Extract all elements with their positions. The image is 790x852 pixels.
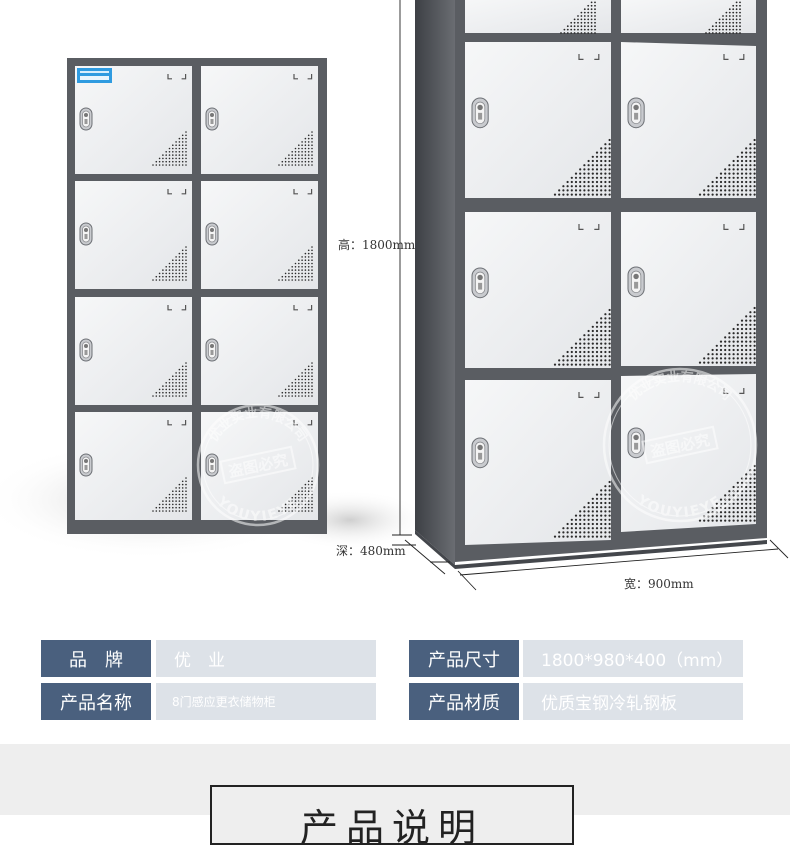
vent-dots-icon — [278, 477, 313, 512]
depth-dimension-label: 深：480mm — [336, 544, 406, 558]
locker-door — [621, 212, 756, 366]
product-size-value: 1800*980*400（mm） — [523, 640, 743, 677]
vent-dots-icon — [152, 362, 187, 397]
vent-dots-icon — [553, 480, 611, 538]
lock-icon — [205, 338, 219, 362]
locker-door — [621, 374, 756, 532]
lock-icon — [627, 427, 645, 459]
handle-icon — [167, 420, 187, 426]
product-name-label: 产品名称 — [41, 683, 151, 720]
width-dimension-label: 宽：900mm — [624, 577, 694, 591]
locker-door — [75, 181, 192, 289]
locker-door — [465, 0, 611, 34]
lock-icon — [471, 437, 489, 469]
vent-dots-icon — [152, 131, 187, 166]
vent-dots-icon — [705, 1, 741, 34]
handle-icon — [167, 305, 187, 311]
width-dimension-tick — [769, 539, 789, 559]
locker-door — [621, 42, 756, 198]
section-title: 产品说明 — [299, 806, 484, 850]
vent-dots-icon — [152, 477, 187, 512]
large-cabinet-side — [415, 0, 455, 565]
label-plate-icon — [77, 68, 112, 83]
lock-icon — [205, 453, 219, 477]
brand-label: 品 牌 — [41, 640, 151, 677]
lock-icon — [627, 266, 645, 298]
handle-icon — [167, 189, 187, 195]
handle-icon — [293, 420, 313, 426]
height-dimension-label: 高：1800mm — [338, 238, 416, 252]
lock-icon — [79, 453, 93, 477]
lock-icon — [79, 107, 93, 131]
width-dimension-line — [459, 548, 779, 576]
locker-door — [201, 66, 318, 174]
width-dimension-tick — [457, 570, 477, 591]
locker-door — [465, 212, 611, 368]
locker-door — [75, 66, 192, 174]
lock-icon — [79, 338, 93, 362]
handle-icon — [723, 224, 745, 230]
vent-dots-icon — [553, 138, 611, 196]
vent-dots-icon — [698, 306, 756, 364]
handle-icon — [293, 74, 313, 80]
vent-dots-icon — [553, 308, 611, 366]
handle-icon — [578, 224, 600, 230]
handle-icon — [167, 74, 187, 80]
product-material-label: 产品材质 — [409, 683, 519, 720]
vent-dots-icon — [278, 362, 313, 397]
locker-door — [75, 412, 192, 520]
locker-door — [201, 297, 318, 405]
lock-icon — [205, 107, 219, 131]
locker-door — [201, 181, 318, 289]
handle-icon — [293, 189, 313, 195]
vent-dots-icon — [278, 131, 313, 166]
section-title-box: 产品说明 — [210, 785, 574, 850]
lock-icon — [627, 97, 645, 129]
lock-icon — [471, 97, 489, 129]
handle-icon — [723, 54, 745, 60]
lock-icon — [205, 222, 219, 246]
large-cabinet-base — [415, 530, 767, 569]
lock-icon — [79, 222, 93, 246]
vent-dots-icon — [152, 246, 187, 281]
vent-dots-icon — [278, 246, 313, 281]
product-size-label: 产品尺寸 — [409, 640, 519, 677]
locker-door — [621, 0, 756, 34]
brand-value: 优 业 — [156, 640, 376, 677]
locker-door — [465, 42, 611, 198]
locker-door — [465, 380, 611, 545]
handle-icon — [578, 392, 600, 398]
handle-icon — [578, 54, 600, 60]
locker-door — [75, 297, 192, 405]
vent-dots-icon — [698, 138, 756, 196]
handle-icon — [293, 305, 313, 311]
product-material-value: 优质宝钢冷轧钢板 — [523, 683, 743, 720]
vent-dots-icon — [560, 1, 596, 34]
product-name-value: 8门感应更衣储物柜 — [156, 683, 376, 720]
lock-icon — [471, 267, 489, 299]
depth-dimension-line — [404, 539, 446, 575]
